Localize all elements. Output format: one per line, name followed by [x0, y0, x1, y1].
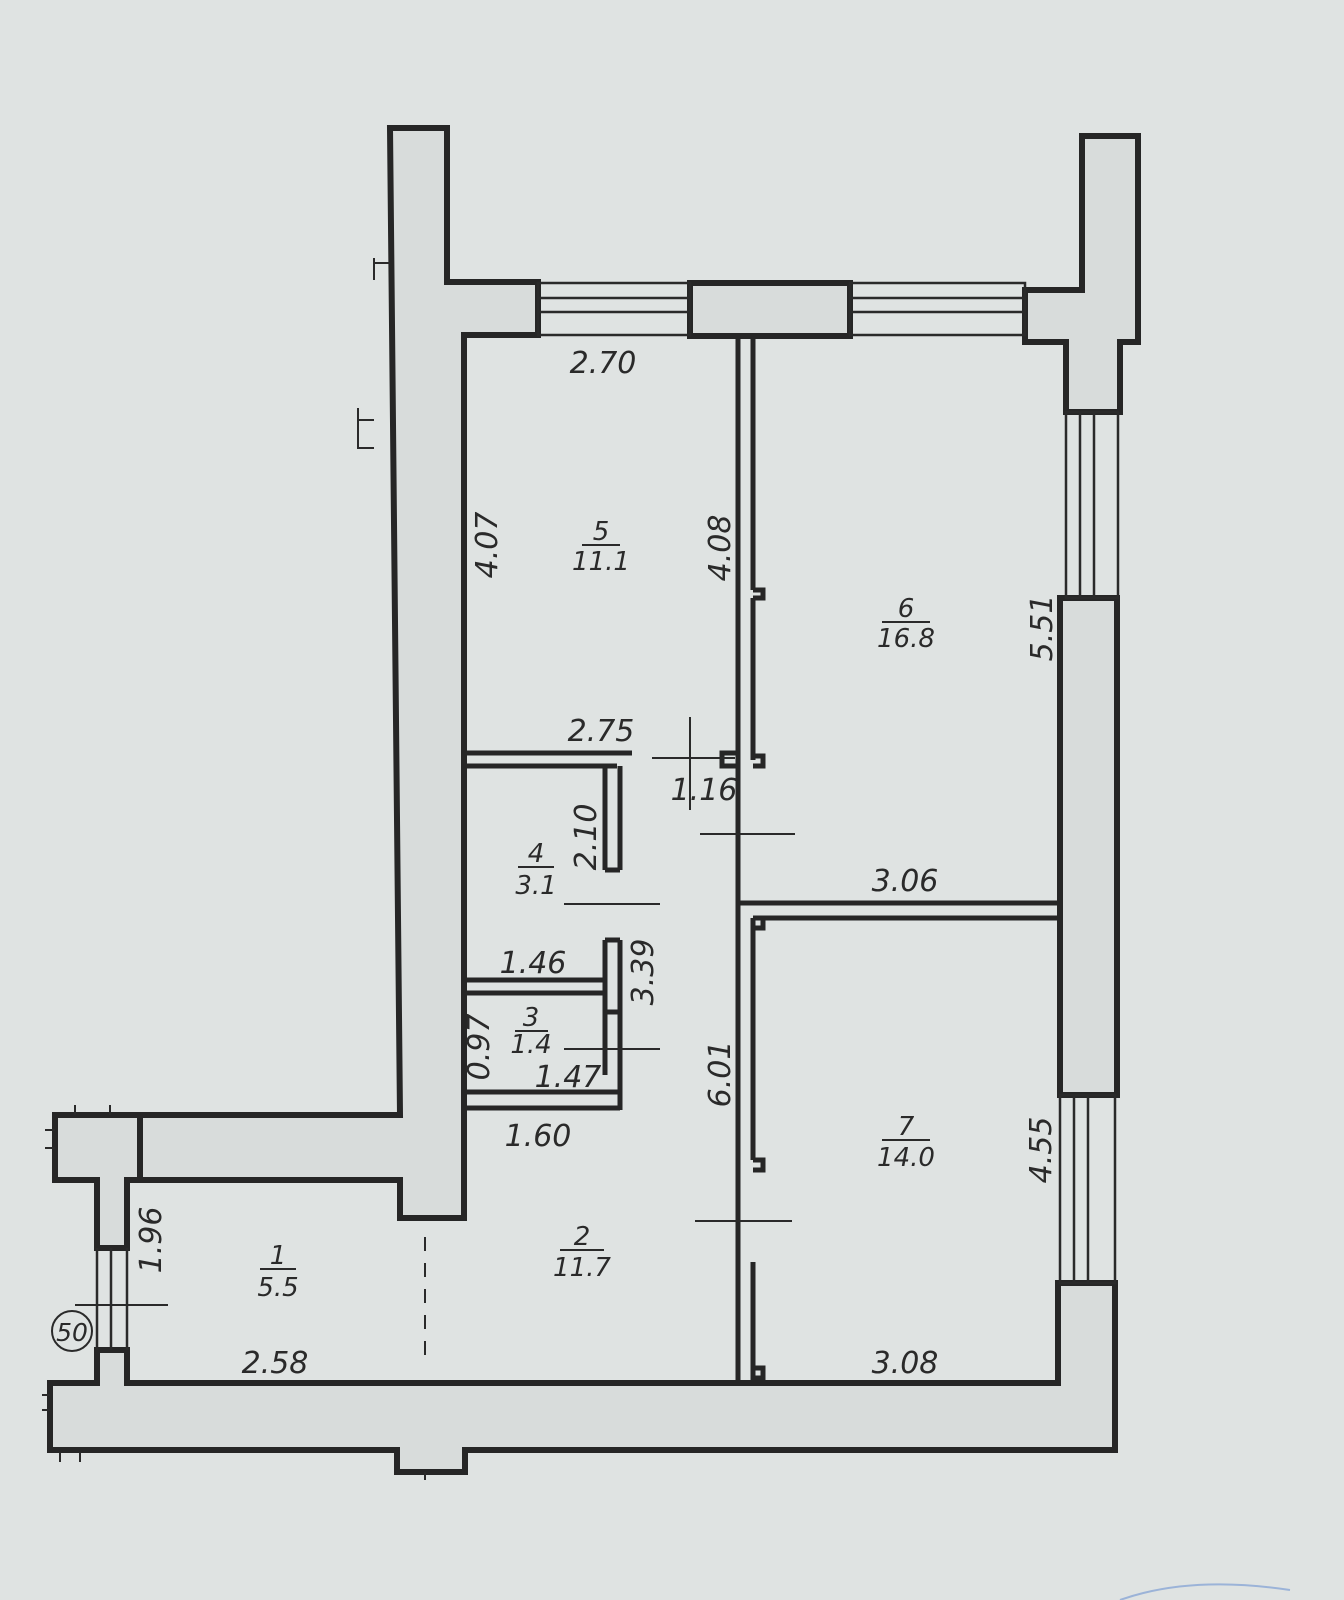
partition-5-6 — [735, 338, 766, 769]
apartment-number-circle — [51, 1310, 93, 1352]
room-label-7: 7 14.0 — [877, 1112, 935, 1173]
right-middle-pier — [1057, 595, 1120, 1098]
dim-room3-width: 1.47 — [535, 1060, 602, 1095]
room-label-2: 2 11.7 — [553, 1222, 611, 1283]
partition-bath-column — [602, 766, 623, 1110]
dim-entry-height: 1.96 — [134, 1207, 169, 1274]
dim-corridor-gap: 1.16 — [671, 773, 738, 808]
wall-tick-marks — [42, 258, 426, 1480]
dim-room3-height: 0.97 — [462, 1014, 497, 1081]
dim-hall-top: 1.60 — [505, 1119, 572, 1154]
room-number: 2 — [574, 1222, 591, 1252]
room-area: 1.4 — [510, 1030, 551, 1060]
room-label-3: 3 1.4 — [510, 1003, 551, 1060]
dim-entry-bottom: 2.58 — [242, 1346, 309, 1381]
right-top-pier — [1022, 133, 1141, 415]
dim-room4-height: 2.10 — [569, 804, 604, 871]
dim-bath-column: 3.39 — [626, 939, 661, 1006]
dim-room5-top: 2.70 — [570, 346, 637, 381]
room-area: 14.0 — [877, 1143, 935, 1173]
room-label-5: 5 11.1 — [572, 517, 630, 577]
dim-room6-right: 5.51 — [1025, 595, 1060, 662]
dim-room7-bottom: 3.08 — [872, 1346, 939, 1381]
partition-6-7 — [738, 900, 1060, 931]
bottom-exterior-wall — [47, 1280, 1118, 1475]
apartment-number: 50 — [56, 1318, 88, 1347]
dim-room6-bottom: 3.06 — [872, 864, 939, 899]
room-number: 4 — [528, 839, 545, 869]
room-area: 11.1 — [572, 547, 630, 577]
room-area: 16.8 — [877, 624, 935, 654]
door-marks — [75, 717, 795, 1306]
room-label-1: 1 5.5 — [257, 1241, 298, 1303]
room-area: 5.5 — [257, 1273, 298, 1303]
partition-hall-7 — [735, 766, 766, 1381]
room-area: 3.1 — [515, 871, 556, 901]
room-label-4: 4 3.1 — [515, 839, 556, 901]
partition-3-bottom — [464, 1089, 620, 1111]
top-right-window — [848, 281, 1027, 337]
dim-room5-left: 4.07 — [470, 512, 505, 579]
dim-hall-height: 6.01 — [703, 1041, 738, 1108]
entry-door-opening — [95, 1248, 129, 1350]
room-number: 6 — [898, 594, 915, 624]
right-upper-window — [1064, 410, 1120, 600]
room-number: 5 — [593, 517, 610, 547]
stamp-edge — [1119, 1583, 1291, 1600]
dim-room5-bottom: 2.75 — [568, 714, 635, 749]
room-number: 1 — [270, 1241, 287, 1271]
top-pier — [687, 280, 853, 339]
dim-room7-right: 4.55 — [1024, 1117, 1059, 1184]
right-lower-window — [1058, 1093, 1117, 1285]
room-number: 3 — [523, 1003, 540, 1033]
room-label-6: 6 16.8 — [877, 594, 935, 654]
room-number: 7 — [898, 1112, 915, 1142]
partition-5-bottom — [464, 750, 741, 769]
dim-room4-bottom: 1.46 — [500, 946, 567, 981]
top-left-window — [536, 281, 692, 337]
room-area: 11.7 — [553, 1253, 611, 1283]
partition-4-3 — [464, 977, 605, 996]
dim-room5-right: 4.08 — [703, 515, 738, 582]
entry-wall-upper — [52, 1112, 143, 1251]
